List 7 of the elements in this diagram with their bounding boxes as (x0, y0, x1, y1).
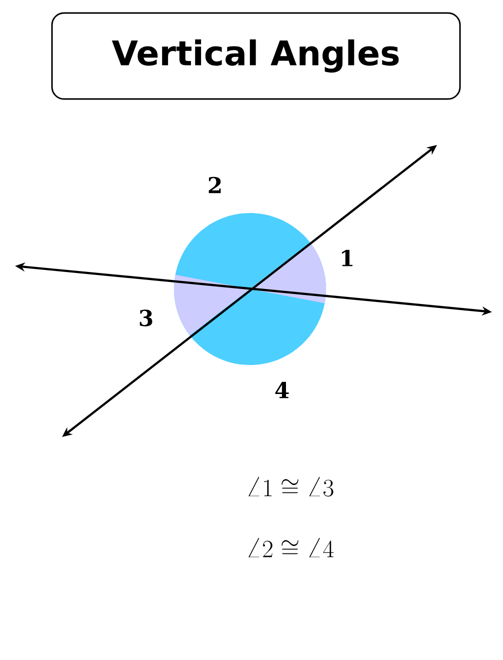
congruence-statement: $\angle 1 \cong \angle 3$ (248, 476, 334, 497)
congruence-statement: $\angle 2 \cong \angle 4$ (248, 538, 334, 558)
angle-number: 4 (275, 382, 289, 398)
angle-number: 1 (342, 250, 352, 266)
angle-number: 2 (208, 176, 221, 194)
title-box: Vertical Angles (51, 12, 461, 100)
angle-number: 3 (140, 310, 152, 326)
